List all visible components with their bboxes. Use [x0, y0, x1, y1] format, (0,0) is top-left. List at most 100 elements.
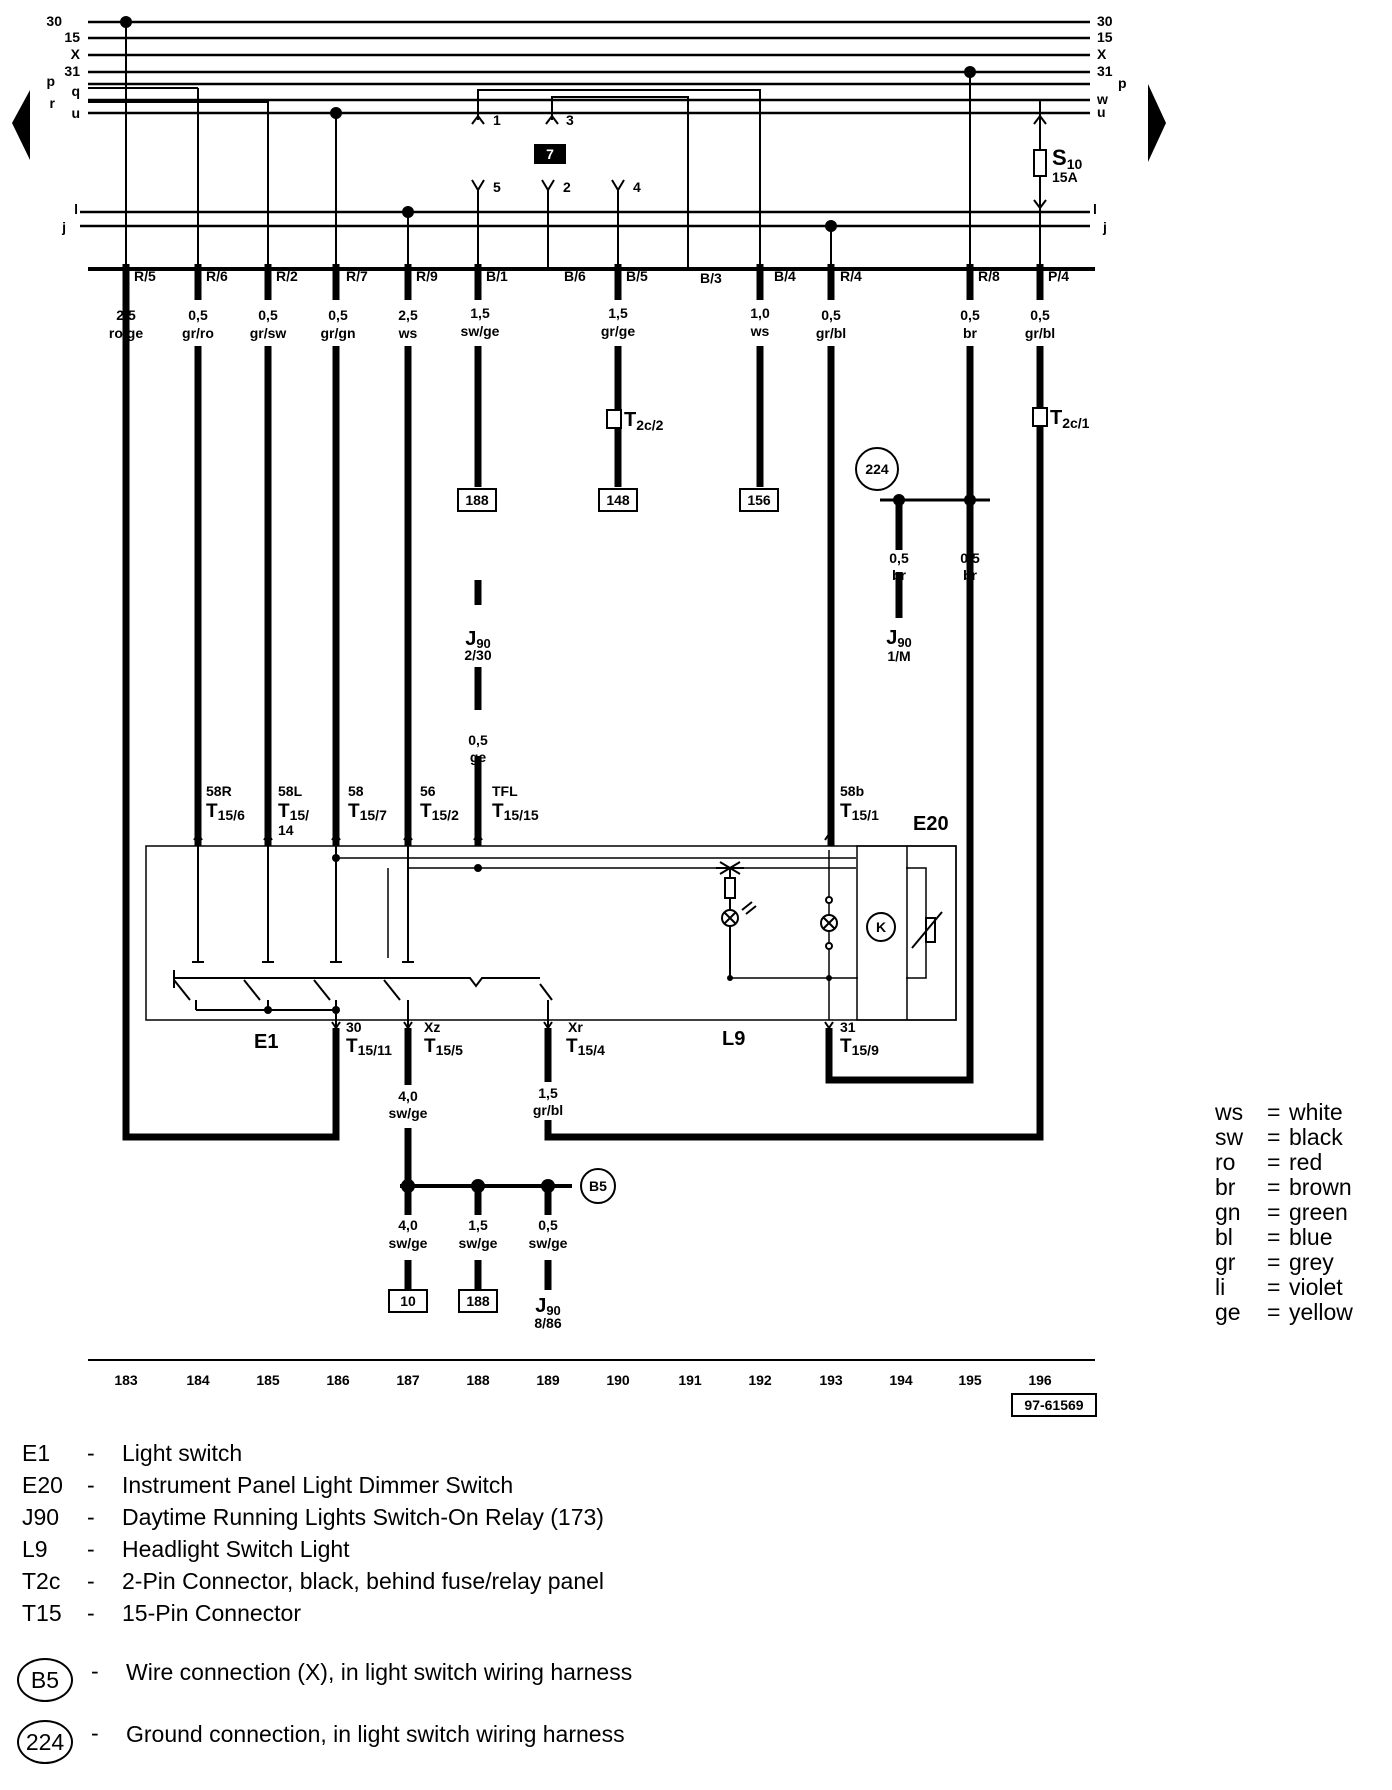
relay-pin-2 — [541, 179, 555, 192]
power-bus-lines — [80, 20, 1095, 271]
pin-arrows — [193, 832, 834, 1030]
bus-junction-dots — [120, 16, 976, 232]
legend-row: ge=yellow — [1215, 1299, 1353, 1325]
svg-text:T2c/2: T2c/2 — [624, 409, 664, 433]
next-page-arrow[interactable] — [1148, 84, 1166, 162]
svg-text:sw/ge: sw/ge — [389, 1105, 428, 1121]
connector-label: R/9 — [416, 268, 438, 284]
ground-224: 224 0,5 br 0,5 br J90 1/M — [855, 447, 980, 664]
ground-224-dot-right — [964, 494, 976, 506]
relay-pin-5 — [471, 179, 485, 192]
figure-id: 97-61569 — [1024, 1397, 1083, 1413]
wire-size: 1,0 — [750, 305, 770, 321]
wire-color: ws — [398, 325, 418, 341]
switch-bottom-pin-labels: 30 T15/11 Xz T15/5 Xr T15/4 31 T15/9 — [346, 1019, 879, 1058]
component-desc: 15-Pin Connector — [122, 1600, 301, 1626]
legend-code: gr — [1215, 1249, 1236, 1275]
connector-label: B/4 — [774, 268, 796, 284]
component-row: J90-Daytime Running Lights Switch-On Rel… — [22, 1504, 604, 1530]
legend-name: violet — [1289, 1274, 1343, 1300]
relay-7: 7 1 3 5 2 4 — [471, 112, 641, 195]
previous-page-arrow[interactable] — [12, 90, 30, 160]
svg-text:T15/2: T15/2 — [420, 801, 459, 823]
svg-text:T15/6: T15/6 — [206, 801, 245, 823]
svg-text:sw/ge: sw/ge — [389, 1235, 428, 1251]
connector-label: R/5 — [134, 268, 156, 284]
wire-color: gr/ge — [601, 323, 635, 339]
wire-labels-lower: 4,0 sw/ge 1,5 gr/bl 4,0 sw/ge 1,5 sw/ge … — [389, 1085, 568, 1251]
svg-text:185: 185 — [256, 1372, 280, 1388]
component-code: T2c — [22, 1568, 61, 1594]
bus-label-31-right: 31 — [1097, 63, 1113, 79]
legend-name: black — [1289, 1124, 1343, 1150]
circle-legend-row: B5-Wire connection (X), in light switch … — [17, 1658, 702, 1702]
connector-label: R/4 — [840, 268, 862, 284]
component-row: L9-Headlight Switch Light — [22, 1536, 350, 1562]
ref-boxes-upper: 188 148 156 — [457, 488, 779, 512]
wire-size: 2,5 — [398, 307, 418, 323]
legend-code: li — [1215, 1274, 1226, 1300]
legend-name: green — [1289, 1199, 1348, 1225]
svg-text:184: 184 — [186, 1372, 210, 1388]
svg-text:T15/4: T15/4 — [566, 1036, 605, 1058]
relay-pin-1 — [471, 114, 485, 125]
legend-code: br — [1215, 1174, 1236, 1200]
legend-row: gn=green — [1215, 1199, 1348, 1225]
component-code: T15 — [22, 1600, 62, 1626]
bus-label-31-left: 31 — [64, 63, 80, 79]
svg-text:4,0: 4,0 — [398, 1088, 418, 1104]
bus-label-15-left: 15 — [64, 29, 80, 45]
figure-id-box — [1011, 1393, 1097, 1417]
connector-t2c-2: T2c/2 — [606, 409, 664, 433]
bus-label-15-right: 15 — [1097, 29, 1113, 45]
svg-text:J90: J90 — [465, 628, 491, 651]
svg-text:31: 31 — [840, 1019, 856, 1035]
ref-box-188: 188 — [465, 492, 489, 508]
wire-size: 0,5 — [821, 307, 841, 323]
fuse-panel-connector-labels: R/5 R/6 R/2 R/7 R/9 B/1 B/6 B/5 B/3 B/4 … — [134, 268, 1069, 286]
svg-text:T2c/1: T2c/1 — [1050, 407, 1090, 431]
svg-text:br: br — [892, 567, 907, 583]
svg-text:T15/: T15/ — [278, 801, 309, 823]
svg-text:191: 191 — [678, 1372, 702, 1388]
wire-color: ro/ge — [109, 325, 143, 341]
circle-legend-row: 224-Ground connection, in light switch w… — [17, 1720, 702, 1764]
svg-text:183: 183 — [114, 1372, 138, 1388]
legend-name: brown — [1289, 1174, 1352, 1200]
relay-j90-2-30: J90 2/30 0,5 ge — [464, 628, 491, 765]
svg-text:1,5: 1,5 — [538, 1085, 558, 1101]
svg-text:224: 224 — [865, 461, 889, 477]
svg-text:sw/ge: sw/ge — [459, 1235, 498, 1251]
thick-wires — [122, 264, 1044, 1290]
relay-7-box — [534, 144, 566, 164]
relay-pin-2-label: 2 — [563, 179, 571, 195]
bus-labels-right: 30 15 X 31 p w u l j — [1093, 13, 1127, 235]
svg-text:56: 56 — [420, 783, 436, 799]
wire-color: gr/sw — [250, 325, 287, 341]
wire-size: 0,5 — [328, 307, 348, 323]
legend-row: bl=blue — [1215, 1224, 1333, 1250]
svg-text:J90: J90 — [535, 1295, 561, 1318]
wire-color: gr/bl — [816, 325, 846, 341]
connector-label: P/4 — [1048, 268, 1069, 284]
component-row: E20-Instrument Panel Light Dimmer Switch — [22, 1472, 514, 1498]
component-desc: Daytime Running Lights Switch-On Relay (… — [122, 1504, 604, 1530]
component-code: L9 — [22, 1536, 48, 1562]
svg-text:194: 194 — [889, 1372, 913, 1388]
component-desc: 2-Pin Connector, black, behind fuse/rela… — [122, 1568, 605, 1594]
wire-size: 0,5 — [1030, 307, 1050, 323]
svg-text:T15/11: T15/11 — [346, 1036, 392, 1058]
bus-label-j-right: j — [1102, 219, 1107, 235]
legend-row: br=brown — [1215, 1174, 1352, 1200]
svg-text:58: 58 — [348, 783, 364, 799]
bus-label-x-right: X — [1097, 46, 1107, 62]
svg-text:0,5: 0,5 — [468, 732, 488, 748]
relay-pin-1-label: 1 — [493, 112, 501, 128]
bus-label-p-right: p — [1118, 75, 1127, 91]
legend-name: red — [1289, 1149, 1323, 1175]
connector-label: R/7 — [346, 268, 368, 284]
component-desc: Headlight Switch Light — [122, 1536, 350, 1562]
legend-code: bl — [1215, 1224, 1233, 1250]
wire-color-legend: ws=white sw=black ro=red br=brown gn=gre… — [1215, 1100, 1353, 1325]
svg-text:B5: B5 — [589, 1178, 607, 1194]
